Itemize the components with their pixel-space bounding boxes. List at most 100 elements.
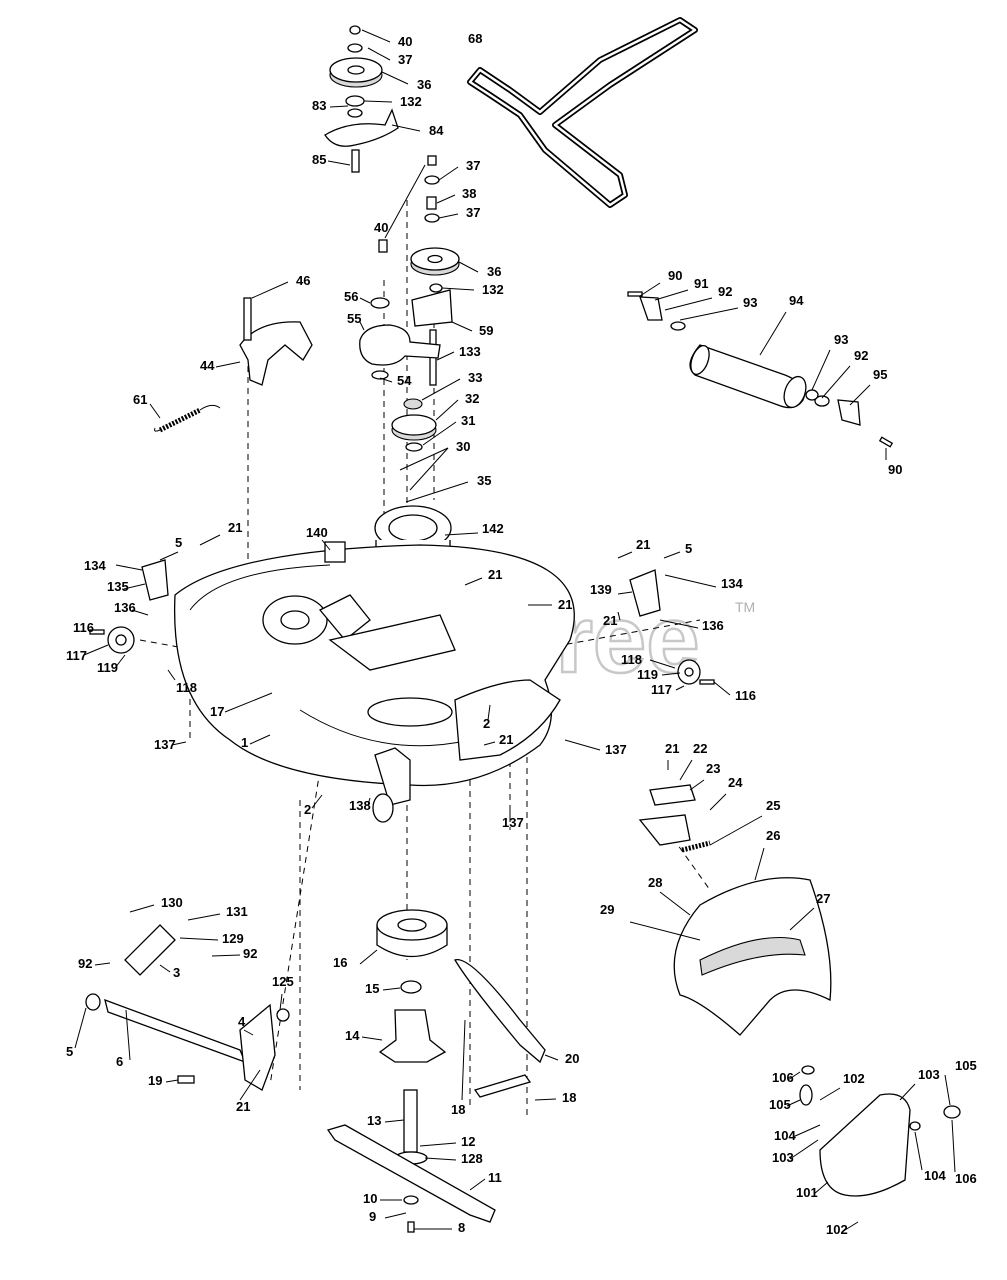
part-number-label: 37 — [466, 158, 480, 173]
part-number-label: 15 — [365, 981, 379, 996]
part-number-label: 11 — [488, 1170, 502, 1185]
part-number-label: 19 — [148, 1073, 162, 1088]
part-number-label: 5 — [175, 535, 182, 550]
part-number-label: 18 — [451, 1102, 465, 1117]
part-number-label: 106 — [955, 1171, 977, 1186]
part-number-label: 8 — [458, 1220, 465, 1235]
part-number-label: 135 — [107, 579, 129, 594]
part-number-label: 5 — [685, 541, 692, 556]
part-number-label: 95 — [873, 367, 887, 382]
part-number-label: 102 — [843, 1071, 865, 1086]
part-number-label: 21 — [488, 567, 502, 582]
part-number-label: 1 — [241, 735, 248, 750]
part-number-label: 116 — [735, 688, 756, 703]
part-number-label: 44 — [200, 358, 215, 373]
part-number-label: 118 — [176, 680, 197, 695]
part-number-label: 142 — [482, 521, 504, 536]
part-number-label: 103 — [772, 1150, 794, 1165]
discharge-deflector — [638, 784, 832, 1036]
part-number-label: 132 — [482, 282, 504, 297]
part-number-label: 103 — [918, 1067, 940, 1082]
part-number-label: 92 — [78, 956, 92, 971]
part-number-label: 106 — [772, 1070, 794, 1085]
part-number-label: 139 — [590, 582, 612, 597]
left-gauge-wheel — [89, 559, 169, 654]
part-number-label: 21 — [499, 732, 513, 747]
part-number-label: 83 — [312, 98, 326, 113]
part-number-label: 36 — [487, 264, 501, 279]
part-number-label: 32 — [465, 391, 479, 406]
part-number-label: 40 — [374, 220, 388, 235]
part-number-label: 59 — [479, 323, 493, 338]
part-number-label: 137 — [502, 815, 524, 830]
part-number-label: 56 — [344, 289, 358, 304]
part-number-label: 21 — [228, 520, 242, 535]
part-number-label: 116 — [73, 620, 94, 635]
spindle-assembly — [326, 909, 546, 1233]
idler-arm — [359, 297, 441, 380]
part-number-label: 129 — [222, 931, 244, 946]
part-number-label: 3 — [173, 965, 180, 980]
part-number-label: 2 — [483, 716, 490, 731]
part-number-label: 9 — [369, 1209, 376, 1224]
part-number-label: 26 — [766, 828, 780, 843]
part-number-label: 84 — [429, 123, 444, 138]
part-number-label: 38 — [462, 186, 476, 201]
part-number-label: 2 — [304, 802, 311, 817]
part-number-label: 27 — [816, 891, 830, 906]
part-number-label: 17 — [210, 704, 224, 719]
part-number-label: 130 — [161, 895, 183, 910]
part-number-label: 4 — [238, 1014, 246, 1029]
watermark-tm: TM — [735, 599, 755, 615]
part-number-label: 24 — [728, 775, 743, 790]
part-number-label: 61 — [133, 392, 147, 407]
part-number-label: 104 — [774, 1128, 796, 1143]
part-number-label: 94 — [789, 293, 804, 308]
part-number-label: 105 — [955, 1058, 977, 1073]
part-number-label: 33 — [468, 370, 482, 385]
part-number-label: 35 — [477, 473, 491, 488]
part-number-label: 46 — [296, 273, 310, 288]
part-number-label: 102 — [826, 1222, 848, 1237]
part-number-label: 30 — [456, 439, 470, 454]
part-number-label: 21 — [665, 741, 679, 756]
lift-linkage — [85, 924, 290, 1091]
part-number-label: 117 — [66, 648, 87, 663]
part-number-label: 136 — [114, 600, 136, 615]
part-number-label: 20 — [565, 1051, 579, 1066]
mower-deck — [173, 544, 575, 787]
part-number-label: 92 — [243, 946, 257, 961]
mulch-cover — [799, 1065, 961, 1197]
part-number-label: 132 — [400, 94, 422, 109]
part-number-label: 93 — [834, 332, 848, 347]
part-number-label: 117 — [651, 682, 672, 697]
part-number-label: 125 — [272, 974, 294, 989]
part-number-label: 14 — [345, 1028, 360, 1043]
part-number-label: 138 — [349, 798, 371, 813]
part-number-label: 90 — [888, 462, 902, 477]
part-number-label: 12 — [461, 1134, 475, 1149]
part-number-label: 29 — [600, 902, 614, 917]
part-number-label: 10 — [363, 1191, 377, 1206]
part-number-label: 37 — [398, 52, 412, 67]
part-number-label: 85 — [312, 152, 326, 167]
part-number-label: 101 — [796, 1185, 818, 1200]
part-number-label: 16 — [333, 955, 347, 970]
part-number-label: 137 — [605, 742, 627, 757]
part-number-label: 21 — [636, 537, 650, 552]
part-number-label: 93 — [743, 295, 757, 310]
part-number-label: 119 — [637, 667, 658, 682]
part-number-label: 104 — [924, 1168, 946, 1183]
part-number-label: 128 — [461, 1151, 483, 1166]
part-number-label: 6 — [116, 1054, 123, 1069]
part-number-label: 25 — [766, 798, 780, 813]
right-gauge-wheel — [629, 569, 715, 685]
part-number-label: 68 — [468, 31, 482, 46]
part-number-label: 91 — [694, 276, 708, 291]
part-number-label: 119 — [97, 660, 118, 675]
part-number-label: 118 — [621, 652, 642, 667]
second-idler-pulley — [378, 155, 460, 386]
drive-belt — [467, 17, 698, 208]
